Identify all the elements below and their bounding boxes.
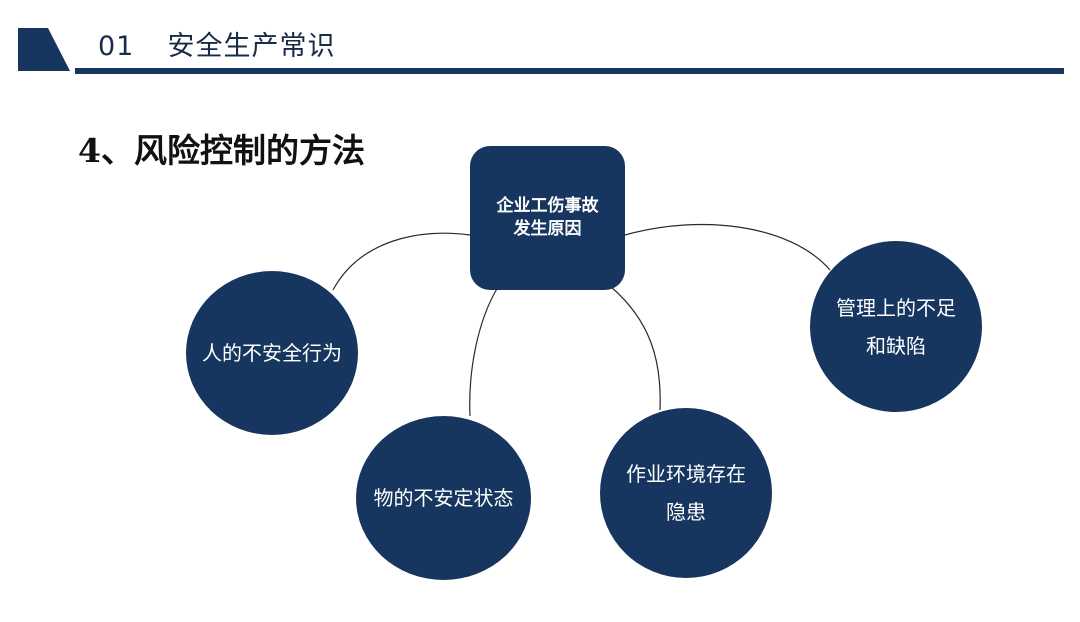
cause-node-label-line2: 和缺陷 (866, 333, 926, 358)
header-title: 01 安全生产常识 (98, 24, 336, 63)
connector-right (624, 223, 831, 271)
header-number: 01 (98, 31, 135, 62)
cause-node-object-state: 物的不安定状态 (356, 416, 531, 580)
header-title-text: 安全生产常识 (167, 31, 336, 62)
cause-node-label-line1: 管理上的不足 (836, 295, 956, 320)
section-title: 4、风险控制的方法 (78, 131, 365, 170)
center-node-line2: 发生原因 (513, 219, 582, 239)
header-corner-shape (18, 28, 70, 71)
cause-node-label-line2: 隐患 (666, 500, 706, 524)
header-rule (75, 68, 1064, 74)
connector-bottom-left (469, 286, 499, 417)
cause-node-management-defect: 管理上的不足 和缺陷 (810, 241, 982, 412)
cause-node-human-behavior: 人的不安全行为 (186, 271, 358, 435)
connector-bottom-right (609, 285, 661, 411)
cause-node-label: 物的不安定状态 (373, 486, 514, 510)
center-node-line1: 企业工伤事故 (496, 196, 599, 217)
cause-node-environment-hazard: 作业环境存在 隐患 (600, 408, 772, 578)
cause-node-label: 人的不安全行为 (202, 341, 342, 365)
center-node: 企业工伤事故 发生原因 (470, 146, 625, 290)
cause-node-label-line1: 作业环境存在 (626, 462, 746, 486)
connector-left (332, 232, 471, 291)
